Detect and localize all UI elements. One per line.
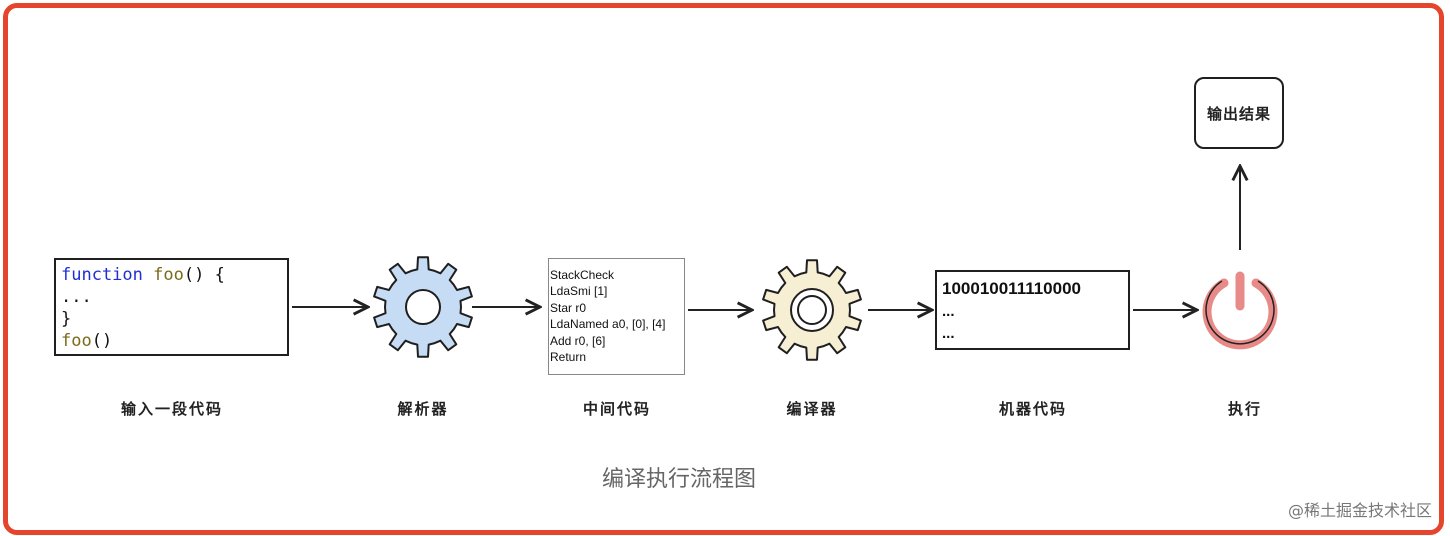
code-line: ... (61, 286, 287, 308)
label-input-code: 输入一段代码 (120, 400, 224, 418)
code-token: function (61, 265, 143, 285)
code-token: () (91, 331, 113, 351)
bytecode-line: Add r0, [6] (550, 333, 606, 348)
compiler-gear-icon (762, 259, 862, 361)
parser-gear-hole (405, 289, 441, 325)
label-execute: 执行 (1227, 400, 1263, 418)
compiler-gear-hole (797, 295, 827, 325)
code-line: } (61, 308, 287, 330)
diagram-frame (3, 3, 1444, 535)
parser-gear-icon (373, 256, 473, 358)
output-result-box: 输出结果 (1194, 77, 1284, 149)
bytecode-line: LdaNamed a0, [0], [4] (550, 317, 666, 332)
label-intermediate-code: 中间代码 (582, 400, 652, 418)
machine-code-box: 100010011110000...... (935, 270, 1130, 350)
source-code-box: function foo() {...}foo() (54, 258, 289, 356)
machine-code-line: 100010011110000 (942, 279, 1082, 298)
code-token (143, 265, 153, 285)
power-icon (1202, 271, 1278, 350)
code-line: foo() (61, 330, 287, 352)
flow-arrows (292, 166, 1240, 310)
watermark: @稀土掘金技术社区 (1287, 501, 1432, 520)
code-line: function foo() { (61, 264, 287, 286)
bytecode-line: Star r0 (550, 300, 587, 315)
machine-code-line: ... (942, 325, 955, 342)
label-machine-code: 机器代码 (998, 400, 1068, 418)
label-compiler: 编译器 (786, 400, 838, 418)
code-token: ... (61, 287, 92, 307)
code-token: foo (153, 265, 184, 285)
power-icon-outline (1205, 280, 1275, 345)
power-icon-arc (1202, 278, 1278, 350)
code-token: foo (61, 331, 92, 351)
bytecode-line: LdaSmi [1] (550, 284, 608, 299)
bytecode-line: StackCheck (550, 268, 615, 282)
bytecode-line: Return (550, 350, 587, 365)
output-result-label: 输出结果 (1206, 104, 1271, 123)
diagram-caption: 编译执行流程图 (601, 467, 757, 492)
label-parser: 解析器 (397, 400, 449, 418)
code-token: } (61, 309, 72, 329)
machine-code-line: ... (942, 303, 955, 320)
code-token: () { (183, 265, 225, 285)
